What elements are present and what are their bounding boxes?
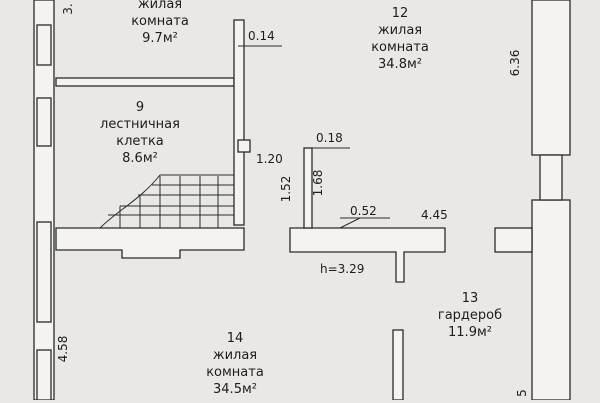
room-number: 9 (135, 100, 145, 115)
dimension-1-68: 1.68 (311, 169, 325, 197)
dimension-1-52: 1.52 (279, 175, 293, 203)
room-area: 8.6м² (122, 151, 158, 166)
room-type-2: клетка (116, 134, 164, 149)
right-window-mid (539, 154, 563, 201)
dimension-4-45: 4.45 (421, 208, 448, 222)
dimension-height: h=3.29 (320, 262, 365, 276)
room-type: жилая (137, 0, 183, 12)
room-number: 14 (226, 331, 244, 346)
room-type: жилая (377, 23, 423, 38)
stair-top-partition (55, 77, 235, 87)
room-13-label: 13 гардероб 11.9м² (405, 290, 535, 341)
room-type-2: комната (371, 40, 429, 55)
room-type: жилая (212, 348, 258, 363)
stair-outline (99, 174, 234, 229)
room-9-label: 9 лестничная клетка 8.6м² (75, 99, 205, 167)
room-number: 12 (391, 6, 409, 21)
right-wall-lower (531, 199, 571, 400)
leader-0-52 (339, 217, 361, 229)
dimension-0-52: 0.52 (350, 204, 377, 218)
dimension-6-36: 6.36 (508, 49, 522, 77)
room-number: 13 (461, 291, 479, 306)
room-type-2: комната (206, 365, 264, 380)
dimension-0-18: 0.18 (316, 131, 343, 145)
room-area: 9.7м² (142, 31, 178, 46)
room-type: лестничная (100, 117, 180, 132)
dimension-1-20: 1.20 (256, 152, 283, 166)
right-exterior-wall (531, 0, 571, 156)
room-12-label: 12 жилая комната 34.8м² (335, 5, 465, 73)
middle-wall (289, 227, 446, 283)
wall-nib (237, 139, 251, 153)
right-short-wall (494, 227, 533, 253)
left-window-1 (36, 24, 52, 66)
room-top-left-label: жилая комната 9.7м² (95, 0, 225, 47)
lower-partition (392, 329, 404, 400)
room-14-label: 14 жилая комната 34.5м² (170, 330, 300, 398)
left-window-4 (36, 349, 52, 400)
dimension-0-14: 0.14 (248, 29, 275, 43)
left-window-3 (36, 221, 52, 323)
room-type-2: комната (131, 14, 189, 29)
room-area: 34.8м² (378, 57, 422, 72)
stair-bottom-wall (55, 227, 245, 259)
room-area: 11.9м² (448, 325, 492, 340)
room-area: 34.5м² (213, 382, 257, 397)
dimension-4-58: 4.58 (56, 335, 70, 363)
left-window-2 (36, 97, 52, 147)
pillar-0-18 (303, 147, 313, 229)
room-type: гардероб (437, 308, 503, 323)
dimension-partial-5: 5 (515, 389, 529, 397)
dimension-3-top: 3. (61, 3, 75, 15)
vertical-wall-upper (233, 19, 245, 226)
